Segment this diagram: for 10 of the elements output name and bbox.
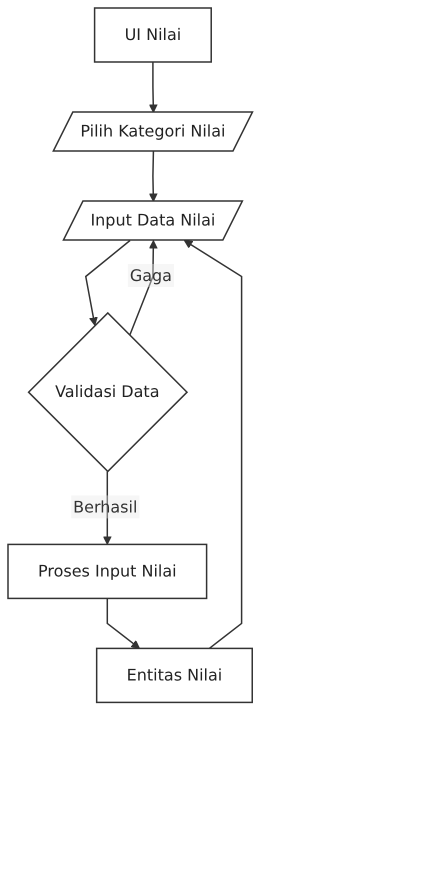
arrow xyxy=(84,240,130,326)
node-box: Proses Input Nilai xyxy=(7,544,208,600)
arrow xyxy=(106,598,140,649)
node-box: UI Nilai xyxy=(94,7,212,63)
arrow xyxy=(148,62,158,113)
arrow xyxy=(148,151,158,202)
node-box: Entitas Nilai xyxy=(96,648,253,704)
arrow xyxy=(184,240,242,649)
arrow xyxy=(102,471,112,545)
node-diamond: Validasi Data xyxy=(28,312,188,472)
